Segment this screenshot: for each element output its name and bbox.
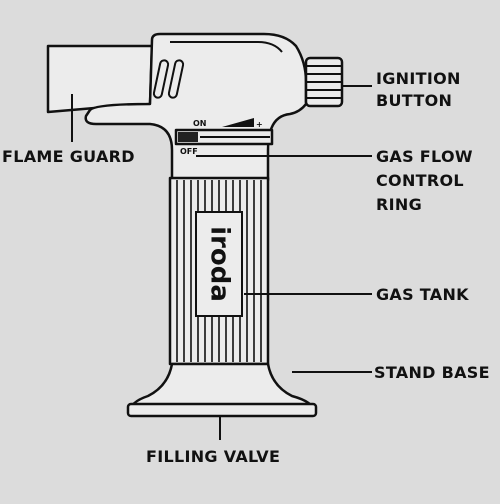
flame-guard-shape [46,44,154,114]
gas-flow-label-line1: GAS FLOW [376,147,473,166]
torch-illustration: ON + OFF iroda [46,32,344,418]
stand-base-label: STAND BASE [374,363,490,382]
ignition-button [304,56,344,108]
brand-logo: iroda [205,226,235,302]
switch-slider [178,132,198,142]
vent-slot-1 [152,59,170,99]
flame-guard-label: FLAME GUARD [2,147,135,166]
brand-panel [195,211,243,317]
switch-on-label: ON [193,119,207,128]
gas-flow-control-ring: ON + OFF [174,118,274,156]
gas-tank-label: GAS TANK [376,285,469,304]
switch-off-label: OFF [180,147,198,156]
ignition-label-line2: BUTTON [376,91,452,110]
vent-slot-2 [167,59,185,99]
head-highlight-line [170,41,283,53]
leader-lines [71,85,372,440]
base-plate [126,402,318,418]
flow-wedge-icon [222,118,254,127]
gas-flow-label-line3: RING [376,195,422,214]
switch-plus-label: + [256,120,263,129]
gas-flow-label-line2: CONTROL [376,171,464,190]
gas-tank: iroda [168,176,270,366]
filling-valve-label: FILLING VALVE [146,447,280,466]
callout-labels: IGNITION BUTTON FLAME GUARD GAS FLOW CON… [2,69,490,466]
ignition-label-line1: IGNITION [376,69,461,88]
